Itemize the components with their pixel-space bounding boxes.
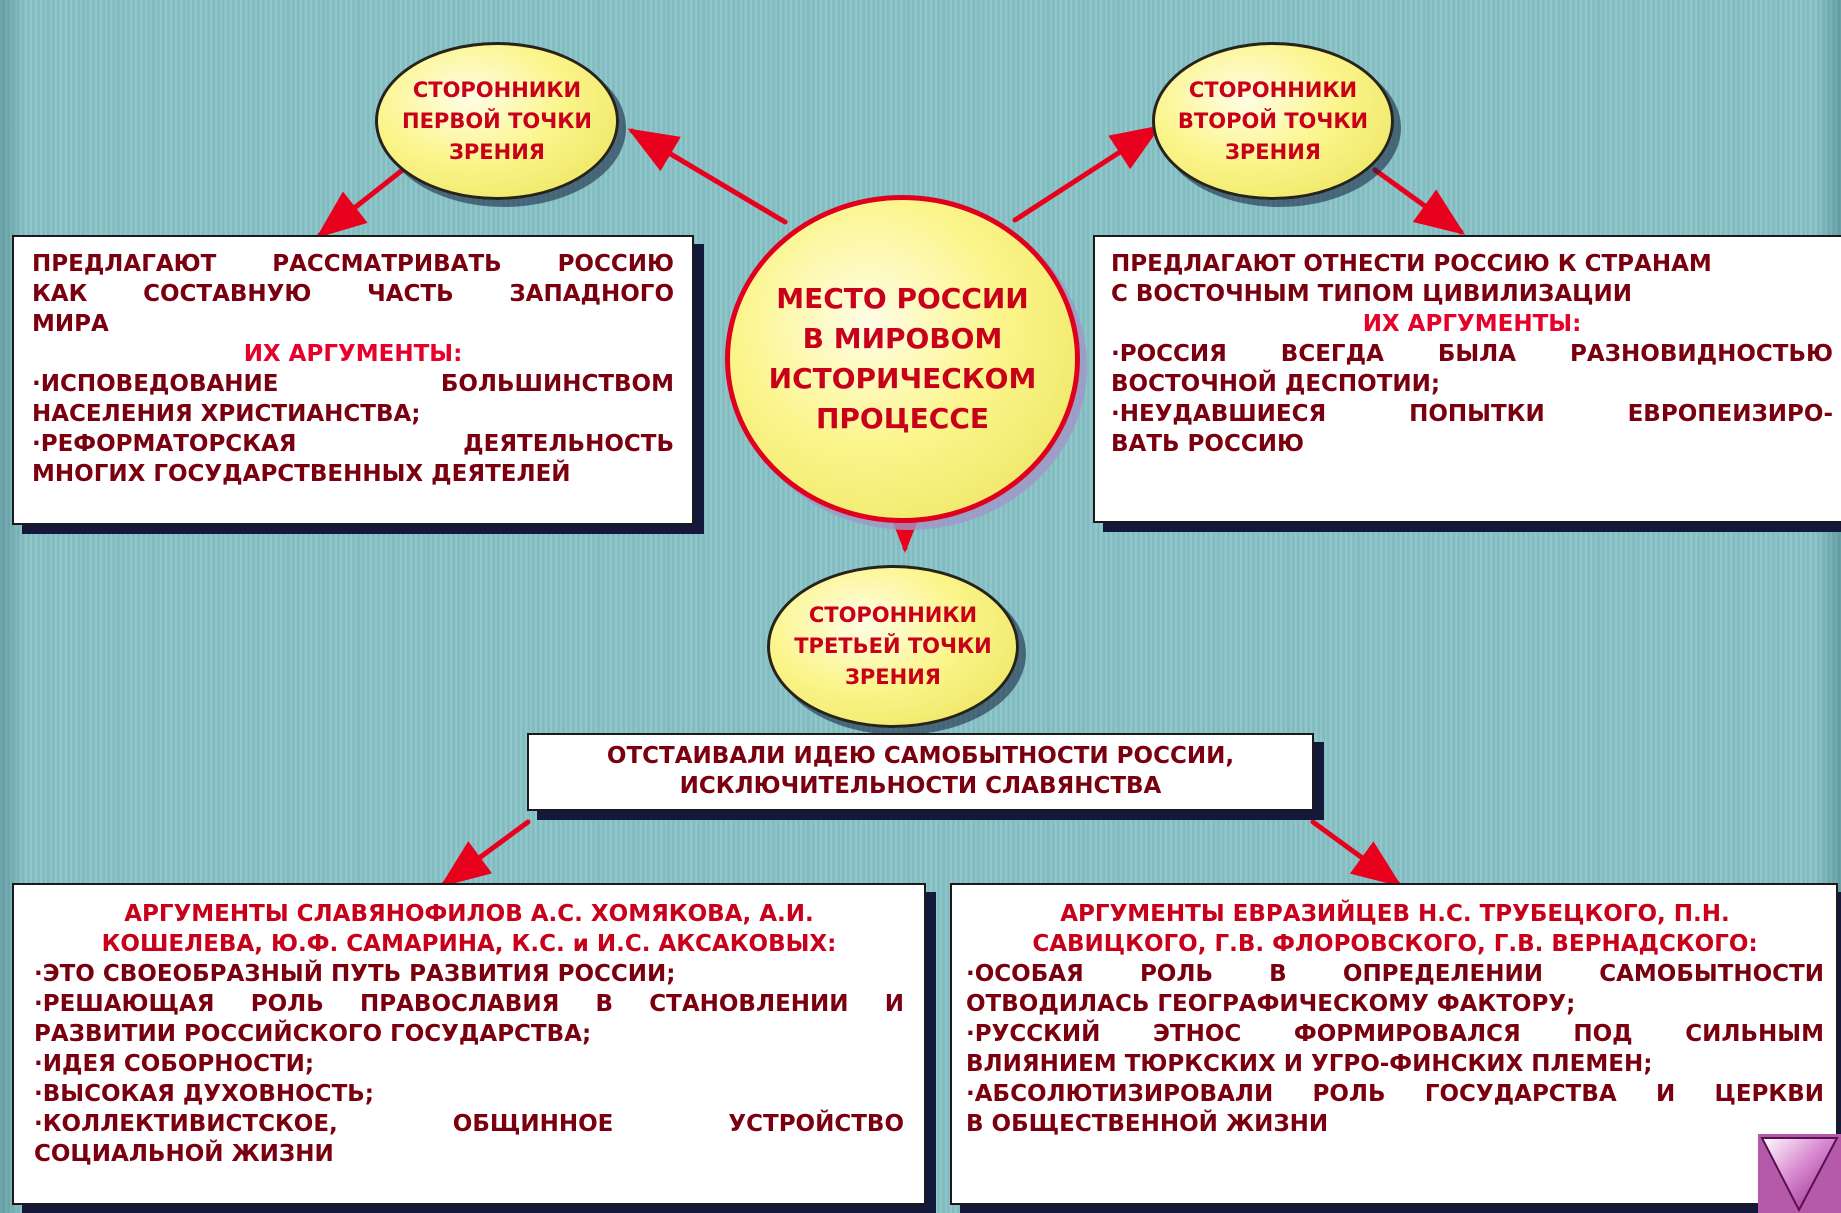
argument-item: ·НЕУДАВШИЕСЯ ПОПЫТКИ ЕВРОПЕИЗИРО- [1111, 401, 1833, 427]
bubble-third-viewpoint: СТОРОННИКИ ТРЕТЬЕЙ ТОЧКИ ЗРЕНИЯ [767, 565, 1019, 728]
argument-item: МНОГИХ ГОСУДАРСТВЕННЫХ ДЕЯТЕЛЕЙ [32, 461, 571, 487]
argument-item: ·КОЛЛЕКТИВИСТСКОЕ, ОБЩИННОЕ УСТРОЙСТВО [34, 1111, 904, 1137]
argument-item: ОТВОДИЛАСЬ ГЕОГРАФИЧЕСКОМУ ФАКТОРУ; [966, 991, 1576, 1017]
bubble-third-line: ТРЕТЬЕЙ ТОЧКИ [794, 634, 992, 658]
bubble-third-line: СТОРОННИКИ [808, 603, 978, 627]
central-topic-line: В МИРОВОМ [802, 322, 1003, 355]
central-topic-line: МЕСТО РОССИИ [776, 282, 1029, 315]
argument-item: ·АБСОЛЮТИЗИРОВАЛИ РОЛЬ ГОСУДАРСТВА И ЦЕР… [966, 1081, 1824, 1107]
arrow-middle-to-eurasians [1310, 819, 1403, 887]
argument-item: ·ВЫСОКАЯ ДУХОВНОСТЬ; [34, 1081, 374, 1107]
first-viewpoint-box: ПРЕДЛАГАЮТ РАССМАТРИВАТЬ РОССИЮ КАК СОСТ… [12, 235, 694, 525]
argument-item: ·ИДЕЯ СОБОРНОСТИ; [34, 1051, 315, 1077]
box-heading: АРГУМЕНТЫ СЛАВЯНОФИЛОВ А.С. ХОМЯКОВА, А.… [124, 901, 814, 927]
bubble-first-line: СТОРОННИКИ [412, 77, 582, 102]
argument-item: НАСЕЛЕНИЯ ХРИСТИАНСТВА; [32, 401, 421, 427]
box-line: С ВОСТОЧНЫМ ТИПОМ ЦИВИЛИЗАЦИИ [1111, 281, 1632, 307]
arrow-first-to-left-box [316, 165, 408, 239]
arrow-center-to-first [627, 128, 788, 225]
box-line: ИСКЛЮЧИТЕЛЬНОСТИ СЛАВЯНСТВА [679, 773, 1162, 799]
argument-item: ·РУССКИЙ ЭТНОС ФОРМИРОВАЛСЯ ПОД СИЛЬНЫМ [966, 1021, 1824, 1047]
argument-item: ·РЕШАЮЩАЯ РОЛЬ ПРАВОСЛАВИЯ В СТАНОВЛЕНИИ… [34, 991, 904, 1017]
argument-item: ·ИСПОВЕДОВАНИЕ БОЛЬШИНСТВОМ [32, 371, 674, 397]
bubble-second-line: ЗРЕНИЯ [1225, 139, 1321, 164]
argument-item: РАЗВИТИИ РОССИЙСКОГО ГОСУДАРСТВА; [34, 1021, 592, 1047]
box-line: ПРЕДЛАГАЮТ РАССМАТРИВАТЬ РОССИЮ [32, 251, 674, 277]
bubble-first-viewpoint: СТОРОННИКИ ПЕРВОЙ ТОЧКИ ЗРЕНИЯ [375, 42, 619, 200]
argument-item: ·ЭТО СВОЕОБРАЗНЫЙ ПУТЬ РАЗВИТИЯ РОССИИ; [34, 961, 676, 987]
box-heading: АРГУМЕНТЫ ЕВРАЗИЙЦЕВ Н.С. ТРУБЕЦКОГО, П.… [1060, 901, 1730, 927]
central-topic-bubble: МЕСТО РОССИИ В МИРОВОМ ИСТОРИЧЕСКОМ ПРОЦ… [725, 195, 1080, 523]
arrow-middle-to-slavophiles [439, 819, 531, 887]
box-line: КАК СОСТАВНУЮ ЧАСТЬ ЗАПАДНОГО [32, 281, 674, 307]
argument-item: ВОСТОЧНОЙ ДЕСПОТИИ; [1111, 371, 1441, 397]
arrow-center-to-second [1012, 125, 1162, 223]
eurasians-arguments-box: АРГУМЕНТЫ ЕВРАЗИЙЦЕВ Н.С. ТРУБЕЦКОГО, П.… [950, 883, 1838, 1205]
central-topic-line: ИСТОРИЧЕСКОМ [768, 362, 1037, 395]
bubble-first-line: ЗРЕНИЯ [449, 139, 545, 164]
box-line: МИРА [32, 311, 109, 337]
next-slide-triangle-icon[interactable] [1758, 1134, 1841, 1213]
bubble-first-line: ПЕРВОЙ ТОЧКИ [402, 108, 592, 133]
second-viewpoint-box: ПРЕДЛАГАЮТ ОТНЕСТИ РОССИЮ К СТРАНАМ С ВО… [1093, 235, 1841, 523]
box-line: ОТСТАИВАЛИ ИДЕЮ САМОБЫТНОСТИ РОССИИ, [606, 743, 1235, 769]
bubble-second-line: СТОРОННИКИ [1188, 77, 1358, 102]
box-heading: КОШЕЛЕВА, Ю.Ф. САМАРИНА, К.С. и И.С. АКС… [101, 931, 837, 957]
bubble-second-line: ВТОРОЙ ТОЧКИ [1177, 108, 1369, 133]
arguments-heading: ИХ АРГУМЕНТЫ: [1362, 311, 1582, 337]
argument-item: В ОБЩЕСТВЕННОЙ ЖИЗНИ [966, 1111, 1329, 1137]
argument-item: ВЛИЯНИЕМ ТЮРКСКИХ И УГРО-ФИНСКИХ ПЛЕМЕН; [966, 1051, 1653, 1077]
argument-item: ·РОССИЯ ВСЕГДА БЫЛА РАЗНОВИДНОСТЬЮ [1111, 341, 1833, 367]
third-viewpoint-box: ОТСТАИВАЛИ ИДЕЮ САМОБЫТНОСТИ РОССИИ, ИСК… [527, 733, 1314, 811]
slavophiles-arguments-box: АРГУМЕНТЫ СЛАВЯНОФИЛОВ А.С. ХОМЯКОВА, А.… [12, 883, 926, 1205]
argument-item: ВАТЬ РОССИЮ [1111, 431, 1304, 457]
box-line: ПРЕДЛАГАЮТ ОТНЕСТИ РОССИЮ К СТРАНАМ [1111, 251, 1712, 277]
box-heading: САВИЦКОГО, Г.В. ФЛОРОВСКОГО, Г.В. ВЕРНАД… [1032, 931, 1758, 957]
argument-item: ·ОСОБАЯ РОЛЬ В ОПРЕДЕЛЕНИИ САМОБЫТНОСТИ [966, 961, 1824, 987]
central-topic-line: ПРОЦЕССЕ [815, 402, 990, 435]
arrow-second-to-right-box [1372, 167, 1466, 235]
argument-item: ·РЕФОРМАТОРСКАЯ ДЕЯТЕЛЬНОСТЬ [32, 431, 674, 457]
arguments-heading: ИХ АРГУМЕНТЫ: [243, 341, 463, 367]
bubble-third-line: ЗРЕНИЯ [845, 665, 941, 689]
argument-item: СОЦИАЛЬНОЙ ЖИЗНИ [34, 1141, 334, 1167]
bubble-second-viewpoint: СТОРОННИКИ ВТОРОЙ ТОЧКИ ЗРЕНИЯ [1152, 42, 1394, 200]
